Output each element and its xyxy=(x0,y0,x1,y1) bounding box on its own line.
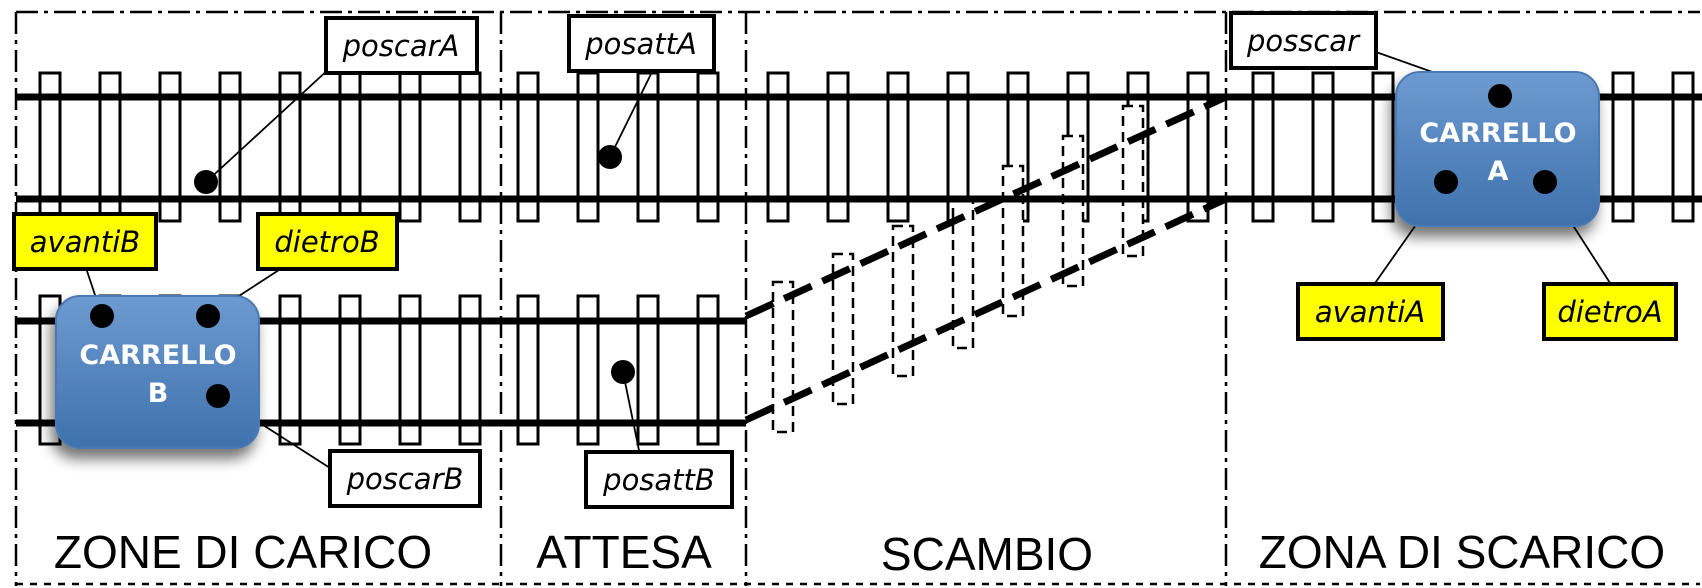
svg-text:dietroA: dietroA xyxy=(1557,295,1662,329)
label-dietroA: dietroA xyxy=(1542,282,1678,341)
svg-text:avantiA: avantiA xyxy=(1315,295,1425,329)
cart-b[interactable] xyxy=(55,295,260,449)
fixed-sensors xyxy=(194,145,635,384)
zone-borders xyxy=(14,10,1700,586)
poscarB-sensor xyxy=(206,384,230,408)
label-poscarA: poscarA xyxy=(324,16,479,75)
svg-text:posattB: posattB xyxy=(602,463,715,497)
svg-text:dietroB: dietroB xyxy=(274,225,379,259)
svg-text:posscar: posscar xyxy=(1246,24,1361,58)
label-posattB: posattB xyxy=(584,450,734,509)
label-posscar: posscar xyxy=(1229,11,1378,70)
label-avantiB: avantiB xyxy=(12,212,158,271)
svg-text:poscarB: poscarB xyxy=(346,462,464,496)
label-posattA: posattA xyxy=(567,14,716,73)
cart-a-label-line1: CARRELLO xyxy=(1419,118,1576,149)
posattB-sensor xyxy=(611,360,635,384)
cart-a-sensors xyxy=(1434,84,1557,194)
svg-text:poscarA: poscarA xyxy=(342,29,460,63)
cart-b-label-line1: CARRELLO xyxy=(79,340,236,371)
dietroB-sensor xyxy=(196,304,220,328)
cart-b-label-line2: B xyxy=(148,378,169,409)
zone-title-switch: SCAMBIO xyxy=(881,528,1093,580)
zone-title-unloading: ZONA DI SCARICO xyxy=(1259,526,1665,578)
cart-b-sensors xyxy=(90,304,230,408)
posscar-sensor xyxy=(1488,84,1512,108)
switch-rails xyxy=(744,93,1228,424)
avantiB-sensor xyxy=(90,304,114,328)
switch-sleepers xyxy=(771,104,1145,434)
zone-title-waiting: ATTESA xyxy=(536,526,712,578)
posattA-sensor xyxy=(598,145,622,169)
svg-text:posattA: posattA xyxy=(584,27,697,61)
zone-title-loading: ZONE DI CARICO xyxy=(54,526,432,578)
label-poscarB: poscarB xyxy=(328,449,482,508)
cart-a-label-line2: A xyxy=(1488,156,1509,187)
svg-text:avantiB: avantiB xyxy=(30,225,140,259)
avantiA-sensor xyxy=(1434,170,1458,194)
label-avantiA: avantiA xyxy=(1296,282,1445,341)
poscarA-sensor xyxy=(194,170,218,194)
label-dietroB: dietroB xyxy=(256,212,399,271)
dietroA-sensor xyxy=(1533,170,1557,194)
